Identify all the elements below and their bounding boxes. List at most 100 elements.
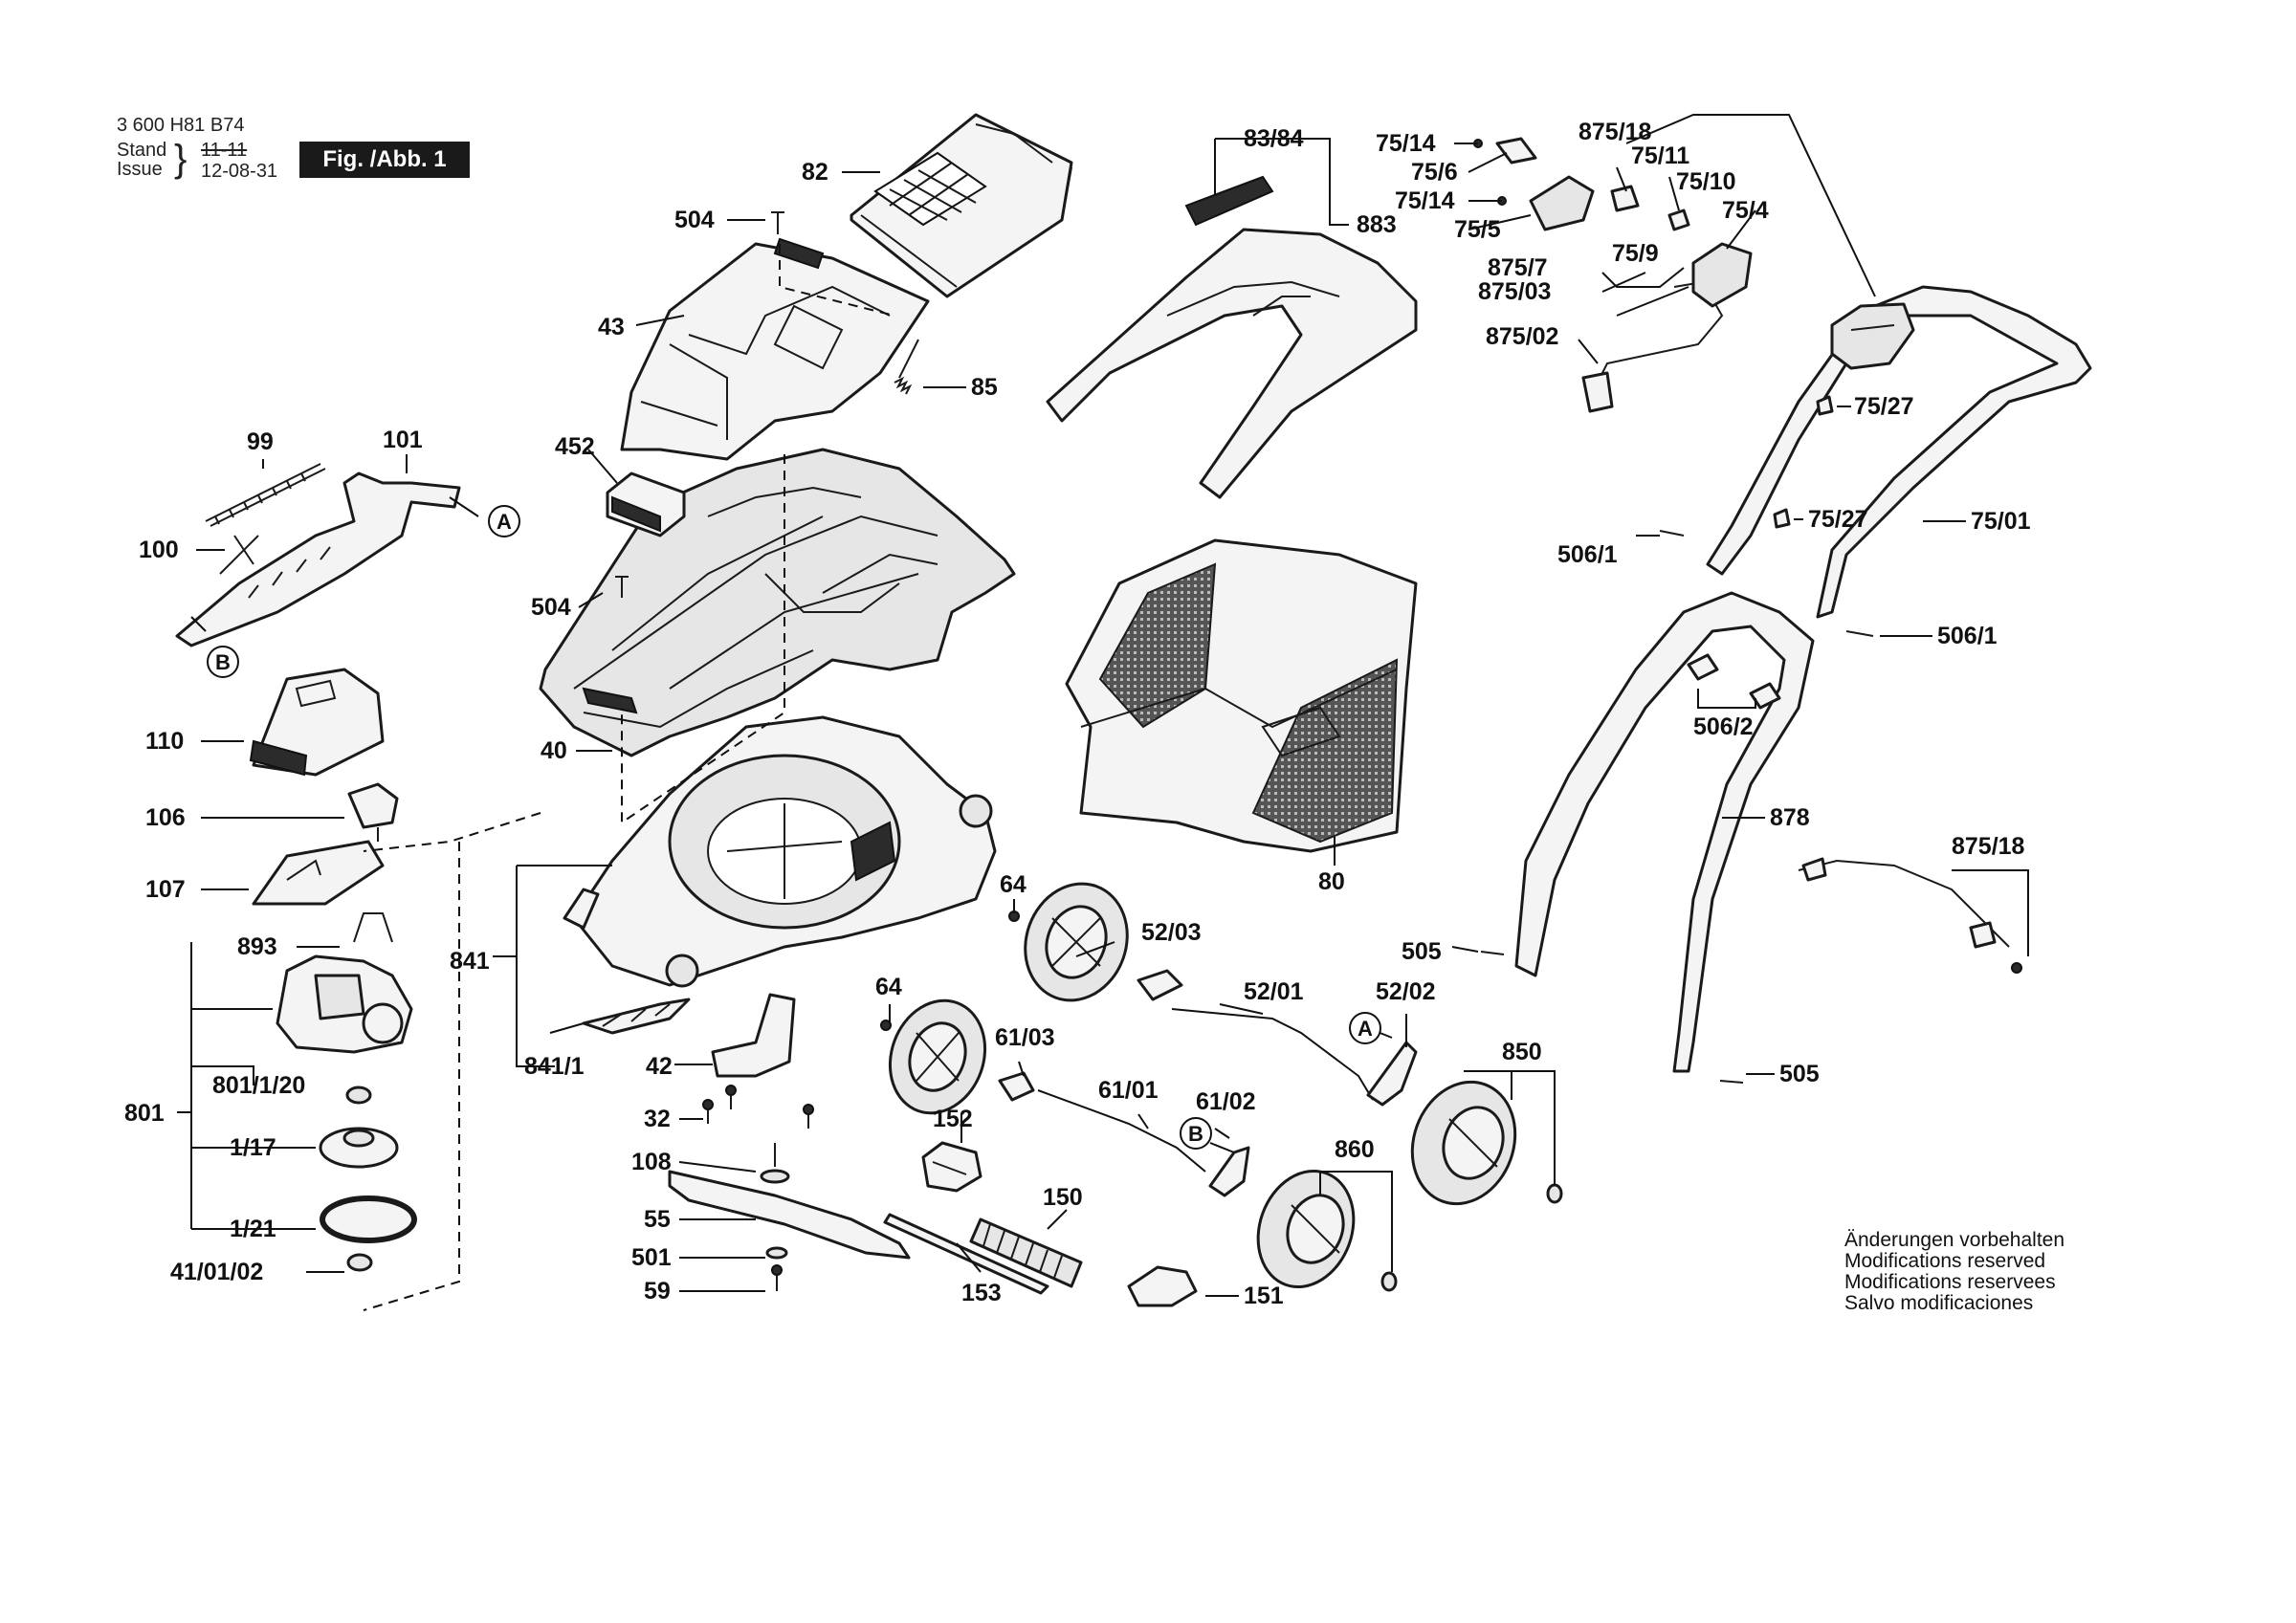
bushing-52-03 [1137,969,1183,1001]
label-860: 860 [1335,1136,1375,1163]
label-801: 801 [124,1100,165,1127]
label-75-27-mid: 75/27 [1808,506,1868,533]
label-1-21: 1/21 [230,1216,276,1242]
wheel-front-lower [888,998,987,1115]
label-505-left: 505 [1402,938,1442,965]
box-452 [606,472,686,537]
label-505-right: 505 [1779,1061,1820,1087]
label-61-02: 61/02 [1196,1088,1256,1115]
lever-101 [175,472,461,647]
label-501: 501 [631,1244,672,1271]
wheel-front-upper [1024,882,1129,1002]
label-40: 40 [541,737,567,764]
figure-badge: Fig. /Abb. 1 [299,142,470,178]
screws-506-505 [1480,530,1874,1084]
cable-875-18 [1798,857,2022,974]
note-line-es: Salvo modificaciones [1844,1292,2034,1314]
label-52-03: 52/03 [1141,919,1202,946]
washer-108 [760,1143,790,1184]
label-153: 153 [961,1280,1002,1306]
label-801-1-20: 801/1/20 [212,1072,305,1099]
label-841-1: 841/1 [524,1053,585,1080]
axle-52-01 [1171,1008,1374,1101]
label-108: 108 [631,1149,672,1175]
cable-893 [353,912,393,943]
label-151: 151 [1244,1283,1284,1309]
deck-841 [563,715,997,988]
stand-value: 11-11 [201,140,248,161]
assembly-line-3 [363,812,541,852]
label-1-17: 1/17 [230,1134,276,1161]
clamps-506-2 [1687,653,1781,710]
label-850: 850 [1502,1039,1542,1065]
motor-801 [276,954,413,1054]
label-878: 878 [1770,804,1810,831]
label-152: 152 [933,1106,973,1132]
label-52-01: 52/01 [1244,978,1304,1005]
label-106: 106 [145,804,186,831]
switch-parts-75 [1473,137,1753,308]
issue-value: 12-08-31 [201,161,278,182]
assembly-line-1 [779,244,895,317]
marker-a-right: A [1358,1017,1373,1041]
belt-1-21 [320,1195,417,1243]
washer-501 [765,1246,788,1260]
base-107 [252,840,385,906]
leader-lines [177,114,2029,1297]
bearing-41-01-02 [346,1253,373,1272]
label-85: 85 [971,374,998,401]
cover-82 [850,113,1073,298]
label-55: 55 [644,1206,671,1233]
label-875-03: 875/03 [1478,278,1551,305]
clip-151 [1127,1265,1198,1307]
label-75-6: 75/6 [1411,159,1458,186]
label-64-mid: 64 [875,974,902,1000]
label-875-18-right: 875/18 [1952,833,2025,860]
label-875-02: 875/02 [1486,323,1558,350]
part-number: 3 600 H81 B74 [117,115,245,136]
reference-markers: A B A B [207,505,1381,1150]
label-107: 107 [145,876,186,903]
label-875-18-top: 875/18 [1578,119,1652,145]
label-41-01-02: 41/01/02 [170,1259,263,1285]
spring-85 [894,339,919,395]
switch-106 [347,782,399,842]
handle-lower-878 [1514,591,1815,1073]
bearing-801-1-20 [345,1086,372,1105]
blade-55 [668,1170,911,1260]
callout-labels: 82 504 43 85 452 504 40 99 101 100 110 1… [124,119,2031,1309]
label-99: 99 [247,428,274,455]
handle-83-84 [1184,175,1274,227]
label-61-01: 61/01 [1098,1077,1159,1104]
label-875-7: 875/7 [1488,254,1548,281]
marker-b-left: B [215,650,231,674]
label-42: 42 [646,1053,673,1080]
wheel-rear-860 [1256,1169,1356,1289]
bracket-152 [921,1141,982,1193]
hood-43 [620,237,930,461]
label-504-mid: 504 [531,594,571,621]
lid-883 [1046,228,1418,499]
issue-label: Issue [117,159,163,180]
label-75-9: 75/9 [1612,240,1659,267]
switch-box-75 [1830,302,1915,370]
label-506-1-right: 506/1 [1937,623,1998,649]
flap-42 [711,993,796,1078]
label-80: 80 [1318,868,1345,895]
label-75-14-top: 75/14 [1376,130,1436,157]
label-75-27-top: 75/27 [1854,393,1914,420]
screws-32 [702,1085,814,1129]
axle-61-01 [1037,1089,1206,1173]
grassbox-80 [1065,538,1418,853]
label-75-4: 75/4 [1722,197,1769,224]
label-52-02: 52/02 [1376,978,1436,1005]
label-841: 841 [450,948,490,975]
stand-label: Stand [117,140,167,161]
label-75-14-mid: 75/14 [1395,187,1455,214]
comb-841-1 [582,998,691,1035]
modifications-note: Änderungen vorbehalten Modifications res… [1844,1230,2064,1314]
marker-b-right: B [1188,1122,1203,1146]
label-75-5: 75/5 [1454,216,1501,243]
screw-504 [615,211,784,598]
